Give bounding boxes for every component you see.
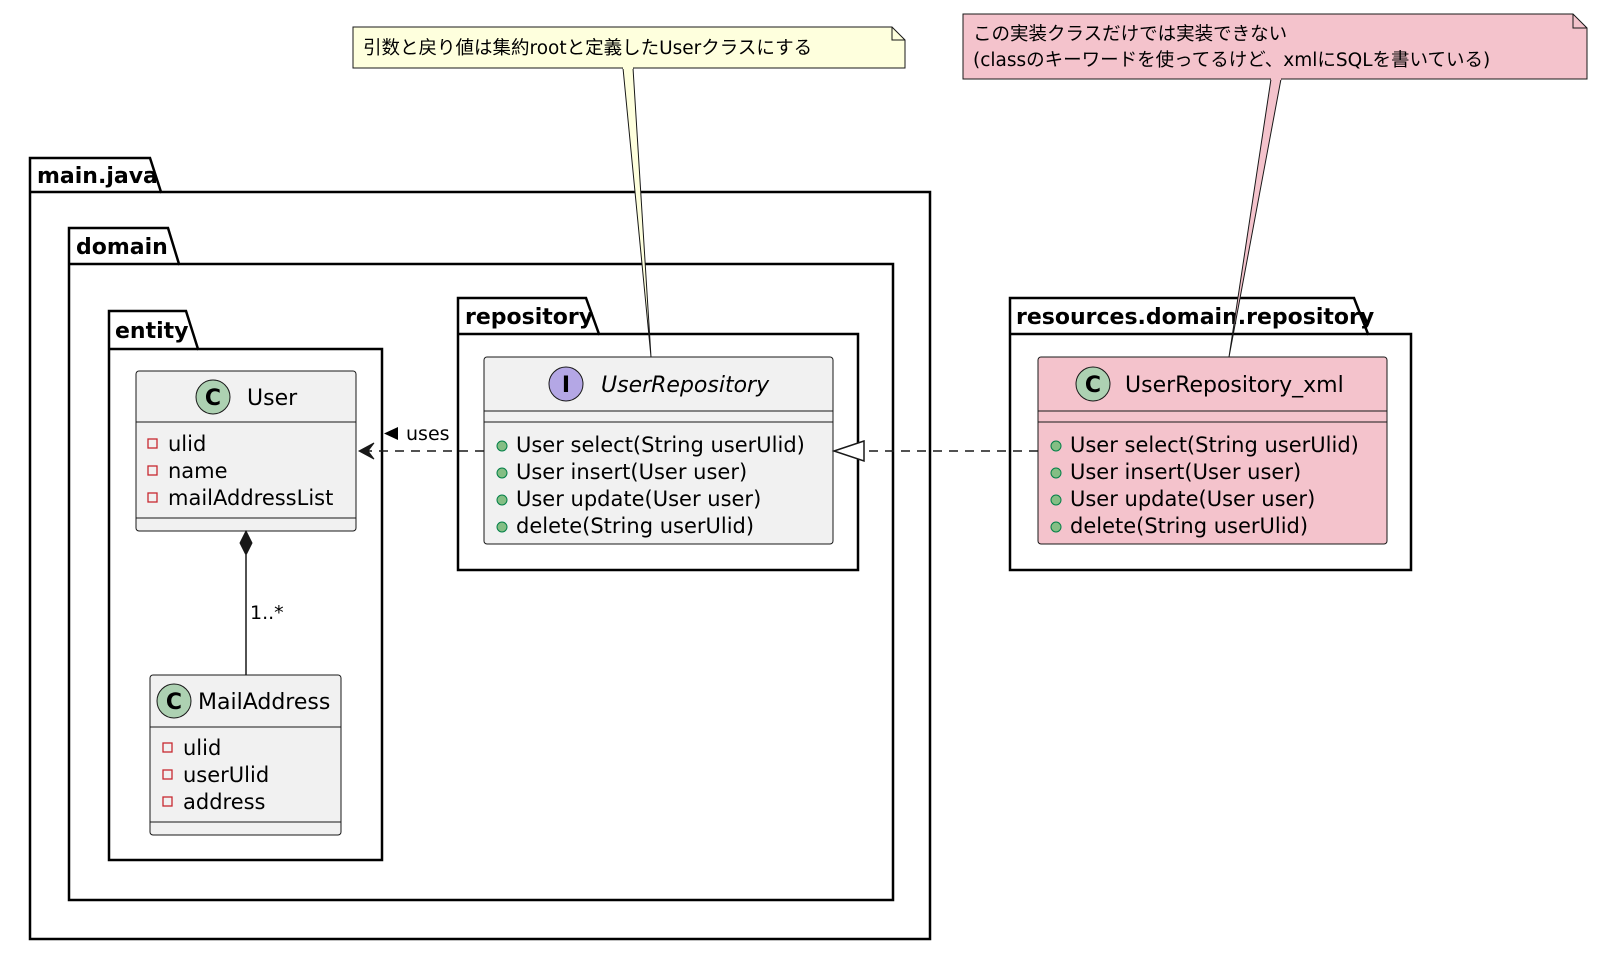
userrepository-xml-method-update: User update(User user) <box>1070 487 1315 511</box>
private-field-icon <box>147 465 158 476</box>
note-xml: この実装クラスだけでは実装できない (classのキーワードを使ってるけど、xm… <box>962 13 1588 358</box>
composition-multiplicity: 1..* <box>250 602 284 624</box>
private-field-icon <box>162 769 173 780</box>
package-repository-label: repository <box>465 305 593 330</box>
filled-diamond-icon <box>239 529 253 557</box>
class-badge-icon <box>156 683 192 719</box>
hollow-triangle-icon <box>831 439 865 463</box>
package-entity-label: entity <box>115 319 189 344</box>
class-badge-icon <box>195 379 231 415</box>
mailaddress-stereotype-letter: C <box>166 690 182 715</box>
user-class-name: User <box>247 386 298 411</box>
relation-uses-label: uses <box>406 423 450 445</box>
user-stereotype-letter: C <box>205 386 221 411</box>
interface-note-text: 引数と戻り値は集約rootと定義したUserクラスにする <box>363 38 812 59</box>
userrepository-xml-method-insert: User insert(User user) <box>1070 460 1301 484</box>
public-method-icon <box>496 494 508 506</box>
relation-composition: 1..* <box>239 529 284 675</box>
interface-badge-icon <box>548 366 584 402</box>
userrepository-stereotype-letter: I <box>562 373 570 398</box>
userrepository-xml-method-delete: delete(String userUlid) <box>1070 514 1308 538</box>
public-method-icon <box>1050 494 1062 506</box>
public-method-icon <box>496 467 508 479</box>
package-domain-label: domain <box>76 235 168 260</box>
userrepository-method-update: User update(User user) <box>516 487 761 511</box>
private-field-icon <box>162 796 173 807</box>
userrepository-method-delete: delete(String userUlid) <box>516 514 754 538</box>
relation-uses: uses <box>357 423 484 460</box>
public-method-icon <box>1050 521 1062 533</box>
mailaddress-class-name: MailAddress <box>198 690 330 715</box>
note-interface: 引数と戻り値は集約rootと定義したUserクラスにする <box>352 26 906 358</box>
class-userrepository-xml: C UserRepository_xml User select(String … <box>1037 356 1388 545</box>
user-field-mailaddresslist: mailAddressList <box>168 486 333 510</box>
userrepository-xml-stereotype-letter: C <box>1085 373 1101 398</box>
class-badge-icon <box>1075 366 1111 402</box>
user-field-ulid: ulid <box>168 432 206 456</box>
public-method-icon <box>496 521 508 533</box>
userrepository-method-insert: User insert(User user) <box>516 460 747 484</box>
user-field-name: name <box>168 459 228 483</box>
public-method-icon <box>1050 467 1062 479</box>
package-main-java-label: main.java <box>37 164 158 189</box>
xml-note-line-1: この実装クラスだけでは実装できない <box>973 24 1287 45</box>
mailaddress-field-userulid: userUlid <box>183 763 269 787</box>
class-user: C User ulid name mailAddressList <box>135 370 357 532</box>
mailaddress-field-address: address <box>183 790 266 814</box>
package-resources-domain-repository-label: resources.domain.repository <box>1016 305 1374 330</box>
mailaddress-field-ulid: ulid <box>183 736 221 760</box>
relation-realization <box>831 439 1038 463</box>
class-mailaddress: C MailAddress ulid userUlid address <box>149 674 342 836</box>
private-field-icon <box>162 742 173 753</box>
userrepository-xml-class-name: UserRepository_xml <box>1125 373 1344 398</box>
private-field-icon <box>147 438 158 449</box>
arrowhead-icon <box>357 442 375 460</box>
public-method-icon <box>1050 440 1062 452</box>
private-field-icon <box>147 492 158 503</box>
interface-userrepository: I UserRepository User select(String user… <box>483 356 834 545</box>
userrepository-xml-method-select: User select(String userUlid) <box>1070 433 1359 457</box>
userrepository-interface-name: UserRepository <box>601 373 770 398</box>
direction-triangle-icon <box>384 427 398 440</box>
userrepository-method-select: User select(String userUlid) <box>516 433 805 457</box>
public-method-icon <box>496 440 508 452</box>
xml-note-line-2: (classのキーワードを使ってるけど、xmlにSQLを書いている) <box>973 50 1490 71</box>
